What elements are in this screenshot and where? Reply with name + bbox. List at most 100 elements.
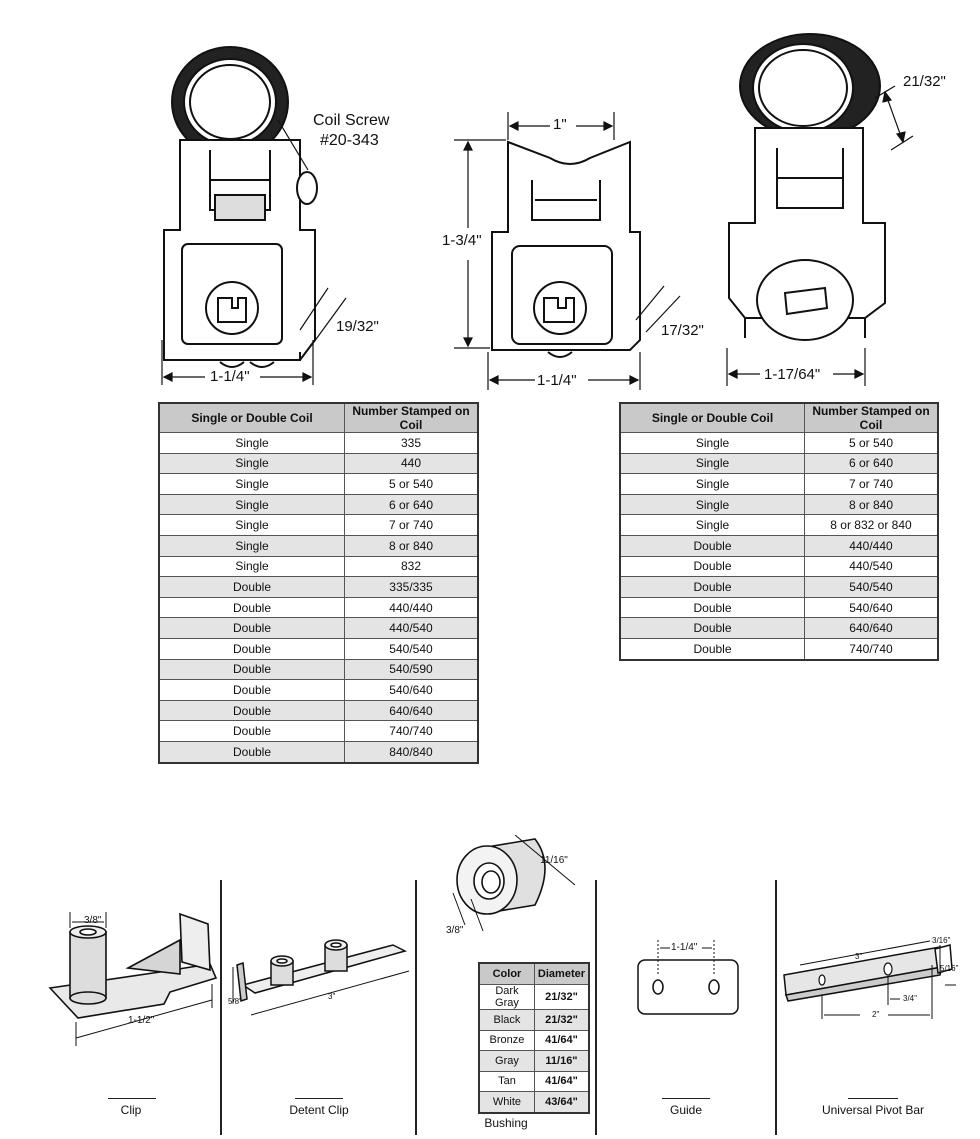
table-cell: Single: [619, 452, 805, 475]
table-cell: Dark Gray: [478, 984, 535, 1010]
table-cell: Double: [158, 740, 345, 764]
pivot-bar-dimension-a: 3": [855, 952, 863, 961]
bushing-caption: Bushing: [484, 1116, 528, 1130]
divider: [415, 880, 417, 1135]
table-cell: 540/540: [344, 637, 479, 660]
table-cell: Single: [619, 493, 805, 516]
table-cell: Double: [158, 679, 345, 701]
caption-rule: [295, 1098, 343, 1099]
pivot-bar-dimension-e: 2": [872, 1010, 880, 1019]
guide-caption: Guide: [669, 1103, 703, 1117]
table-cell: Double: [619, 637, 805, 661]
pivot-bar-caption: Universal Pivot Bar: [821, 1103, 925, 1117]
table-cell: Single: [158, 555, 345, 578]
table-cell: 640/640: [344, 699, 479, 722]
pivot-bar-drawing: [783, 940, 956, 1019]
table-cell: 21/32": [533, 1009, 590, 1031]
table-cell: Double: [619, 596, 805, 619]
table-cell: 640/640: [804, 617, 939, 639]
table-cell: 440/440: [804, 534, 939, 557]
caption-rule: [108, 1098, 156, 1099]
table-cell: Single: [158, 452, 345, 475]
table-cell: 6 or 640: [804, 452, 939, 475]
coil-assembly-right-drawing: [726, 33, 914, 386]
table-cell: 440/540: [804, 555, 939, 578]
table-cell: Single: [158, 473, 345, 495]
table-cell: 41/64": [533, 1029, 590, 1051]
table-cell: 540/640: [344, 679, 479, 701]
pivot-bar-dimension-d: 3/4": [903, 994, 917, 1003]
right-width-dimension: 1-17/64": [764, 366, 821, 383]
table-cell: Double: [158, 596, 345, 619]
table-cell: Single: [619, 514, 805, 536]
table-header: Color: [478, 962, 535, 985]
pivot-bar-dimension-c: 5/16": [940, 964, 959, 973]
clip-caption: Clip: [120, 1103, 142, 1117]
table-cell: Single: [619, 473, 805, 495]
middle-width-dimension: 1-1/4": [537, 372, 577, 389]
table-cell: Single: [158, 493, 345, 516]
table-cell: 8 or 840: [804, 493, 939, 516]
table-cell: Double: [158, 658, 345, 681]
detent-clip-dimension-a: 5/8": [228, 997, 242, 1006]
table-cell: 440/440: [344, 596, 479, 619]
middle-top-width-dimension: 1": [553, 116, 567, 133]
table-cell: 440/540: [344, 617, 479, 639]
middle-height-dimension: 1-3/4": [442, 232, 482, 249]
table-cell: Tan: [478, 1070, 535, 1092]
table-cell: 5 or 540: [344, 473, 479, 495]
coil-table-right: Single or Double Coil Number Stamped on …: [619, 402, 939, 661]
table-cell: Gray: [478, 1050, 535, 1072]
clip-dimension-a: 3/8": [84, 915, 102, 926]
table-cell: White: [478, 1091, 535, 1113]
table-cell: 7 or 740: [804, 473, 939, 495]
table-cell: Double: [158, 637, 345, 660]
table-cell: 740/740: [344, 720, 479, 742]
table-cell: Double: [619, 534, 805, 557]
table-cell: 43/64": [533, 1091, 590, 1113]
bushing-dimension-a: 11/16": [540, 855, 568, 866]
table-cell: Single: [158, 534, 345, 557]
table-header: Diameter: [533, 962, 590, 985]
table-cell: Double: [619, 555, 805, 578]
coil-assembly-left-drawing: [161, 46, 347, 385]
table-cell: 335/335: [344, 576, 479, 598]
coil-screw-part-number: #20-343: [320, 132, 379, 149]
table-cell: 740/740: [804, 637, 939, 661]
bushing-dimension-b: 3/8": [446, 925, 464, 936]
table-cell: Double: [158, 720, 345, 742]
table-cell: 335: [344, 432, 479, 454]
table-cell: 540/540: [804, 576, 939, 598]
divider: [595, 880, 597, 1135]
table-cell: Double: [619, 617, 805, 639]
table-header: Number Stamped on Coil: [344, 402, 479, 433]
guide-dimension-a: 1-1/4": [671, 942, 698, 953]
left-depth-dimension: 19/32": [336, 318, 379, 335]
clip-drawing: [48, 912, 218, 1046]
detent-clip-caption: Detent Clip: [289, 1103, 349, 1117]
table-cell: Double: [158, 576, 345, 598]
